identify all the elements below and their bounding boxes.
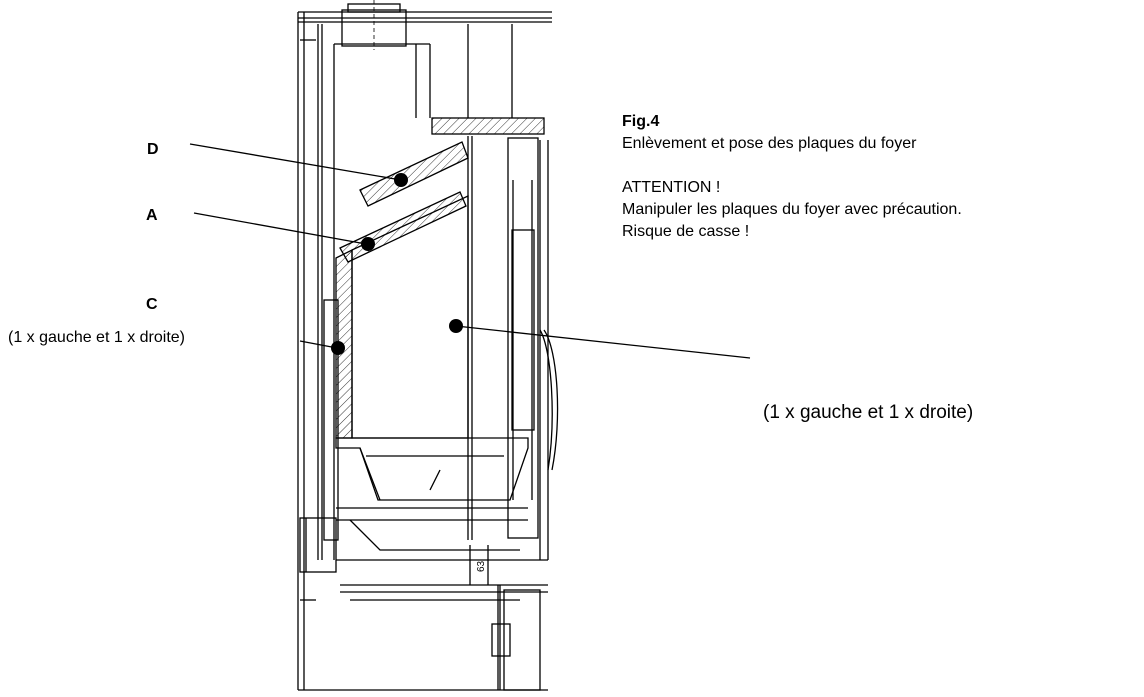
marker-dot-a — [361, 237, 375, 251]
warning-title: ATTENTION ! — [622, 179, 720, 196]
figure-subtitle: Enlèvement et pose des plaques du foyer — [622, 135, 917, 152]
leader-line-back-plate — [455, 325, 751, 359]
label-back-plate-note: (1 x gauche et 1 x droite) — [763, 402, 973, 423]
label-c: C — [146, 296, 158, 313]
leader-line-d — [189, 143, 402, 181]
figure-title: Fig.4 — [622, 113, 659, 130]
leader-line-c — [299, 340, 338, 349]
firebox-outline — [351, 194, 469, 439]
marker-dot-c — [331, 341, 345, 355]
dimension-value: 63 — [476, 560, 487, 572]
leader-line-a — [193, 212, 367, 245]
label-a: A — [146, 207, 158, 224]
label-d: D — [147, 141, 159, 158]
plate-d — [359, 141, 469, 207]
warning-line-1: Manipuler les plaques du foyer avec préc… — [622, 201, 962, 218]
marker-dot-back-plate — [449, 319, 463, 333]
marker-dot-d — [394, 173, 408, 187]
warning-line-2: Risque de casse ! — [622, 223, 749, 240]
label-c-note: (1 x gauche et 1 x droite) — [8, 329, 185, 346]
plate-a — [339, 191, 467, 263]
